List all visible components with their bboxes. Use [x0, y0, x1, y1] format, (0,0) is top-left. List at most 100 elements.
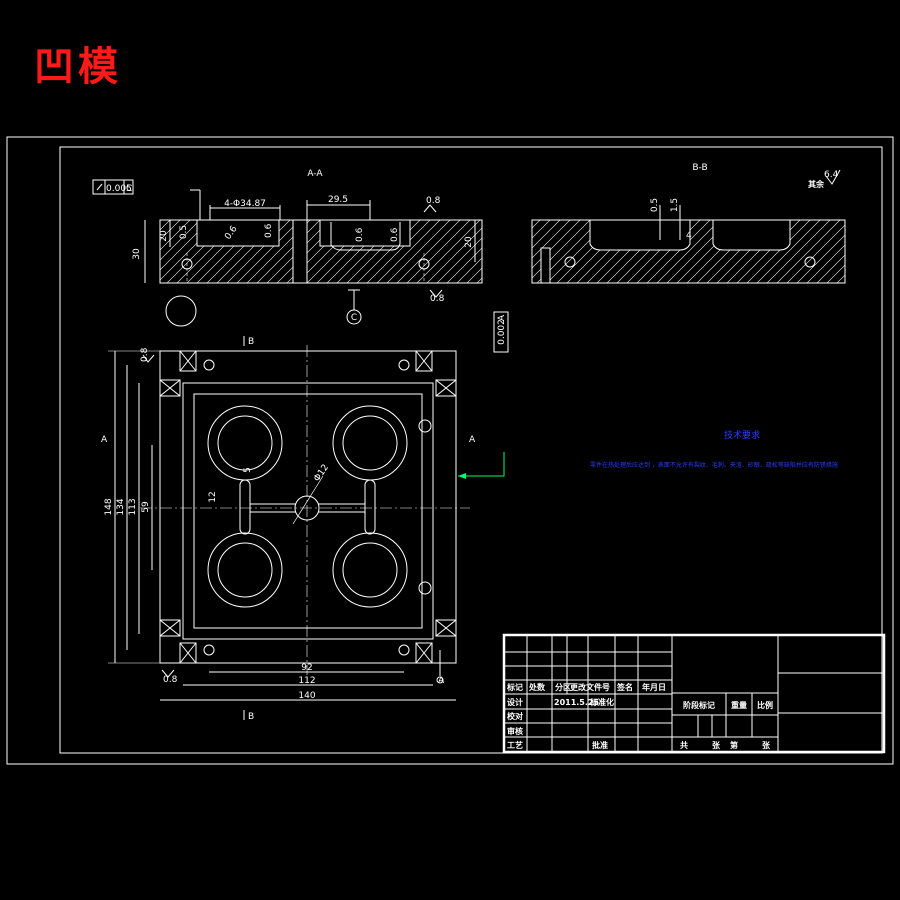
dim-112: 112 — [298, 676, 315, 686]
rough-other-value: 6.4 — [824, 170, 839, 180]
cavity-right-profile — [330, 222, 401, 251]
corner-tr — [415, 350, 433, 372]
tb-sheet-unit: 张 — [762, 741, 771, 750]
cavity-tr-inner — [342, 415, 398, 471]
tech-heading: 技术要求 — [724, 429, 760, 441]
perp-tol-value: 0.002 — [497, 319, 507, 345]
tb-process: 工艺 — [507, 740, 523, 750]
dim-height-20-left: 20 — [159, 230, 169, 242]
rough-06b: 0.6 — [264, 223, 274, 238]
tb-header-2: 分区 — [555, 682, 571, 692]
tb-stage-mark: 阶段标记 — [683, 700, 715, 710]
tech-requirements: 技术要求 零件在热处理后应达到 ，表面不允许有裂纹、毛刺、夹渣、砂眼、疏松等缺陷… — [590, 429, 838, 469]
center-slot — [292, 219, 308, 284]
datum-leader — [458, 452, 505, 477]
dim-134: 134 — [116, 498, 126, 515]
section-aa-label: A-A — [307, 169, 323, 179]
round-detail — [165, 295, 197, 327]
dim-92: 92 — [301, 663, 312, 673]
tb-check: 校对 — [507, 711, 523, 721]
bb-cavity-right — [712, 219, 791, 251]
tb-sheet-no: 第 — [730, 740, 738, 750]
rough-08-bottom: 0.8 — [430, 294, 445, 304]
bb-dim-05: 0.5 — [650, 198, 660, 212]
cavity-tl-inner — [217, 415, 273, 471]
cavity-left — [196, 219, 280, 247]
corner-bl — [179, 642, 197, 664]
dim-height-30: 30 — [132, 248, 142, 260]
bb-dim-4: 4 — [686, 231, 692, 241]
bb-hole-left — [564, 256, 576, 268]
pin-hole-tr — [418, 419, 432, 433]
screw-hole-tl — [203, 359, 215, 371]
corner-br — [415, 642, 433, 664]
dim-148: 148 — [104, 498, 114, 515]
datum-c-label: C — [351, 313, 357, 323]
cavity-tr-outer — [332, 405, 408, 481]
roughness-top: 0.8 — [426, 196, 441, 206]
pin-hole-br — [418, 581, 432, 595]
dim-height-20-right: 20 — [464, 236, 474, 248]
bb-pin — [540, 247, 551, 284]
datum-a-small: A — [438, 676, 445, 686]
tb-header-1: 处数 — [528, 682, 546, 692]
tb-sheets: 张 — [712, 741, 721, 750]
cavity-br-inner — [342, 542, 398, 598]
screw-hole-br — [398, 644, 410, 656]
cavity-right — [319, 219, 411, 247]
outer-frame — [6, 136, 894, 765]
tb-header-0: 标记 — [506, 682, 523, 692]
flatness-value: 0.005 — [106, 184, 132, 194]
cut-a-left: A — [101, 435, 108, 445]
tb-header-3: 更改文件号 — [570, 682, 610, 692]
dim-depth-a: 29.5 — [328, 195, 348, 205]
dim-5: 5 — [243, 467, 253, 473]
dim-phi12: Φ12 — [312, 463, 331, 484]
section-aa-view: A-A 0.005 C 4-Φ34.87 29.5 0.8 — [92, 169, 509, 353]
dim-hole-pattern: 4-Φ34.87 — [224, 199, 266, 209]
rough-06c: 0.6 — [355, 227, 365, 242]
dim-0-5: 0.5 — [179, 225, 189, 239]
drawing-title: 凹模 — [34, 43, 122, 90]
perp-tol-ref: A — [497, 314, 507, 321]
cavity-bl-outer — [207, 532, 283, 608]
tb-header-5: 年月日 — [642, 682, 666, 692]
cut-a-right: A — [469, 435, 476, 445]
tb-design: 设计 — [507, 697, 523, 707]
rough-other-label: 其余 — [808, 179, 825, 189]
screw-hole-bl — [203, 644, 215, 656]
flatness-ref: C — [126, 184, 132, 194]
sprue — [294, 495, 320, 521]
tb-weight: 重量 — [731, 700, 747, 710]
bb-hole-right — [804, 256, 816, 268]
plan-frame-inner — [193, 393, 423, 629]
dim-140: 140 — [298, 691, 315, 701]
plan-rough-bottom: 0.8 — [163, 675, 178, 685]
dim-113: 113 — [128, 498, 138, 515]
dim-12: 12 — [208, 491, 218, 502]
runner-right — [364, 479, 376, 535]
tb-scale: 比例 — [757, 700, 773, 710]
runner-left — [239, 479, 251, 535]
cavity-bl-inner — [217, 542, 273, 598]
title-block — [502, 633, 886, 754]
flatness-box — [92, 179, 134, 195]
section-bb-label: B-B — [692, 163, 707, 173]
tb-standardize: 标准化 — [589, 697, 614, 707]
tb-total: 共 — [680, 740, 688, 750]
perp-tol-box — [493, 311, 509, 353]
inner-frame — [59, 146, 883, 754]
cut-b-top: B — [248, 337, 254, 347]
tech-text: 零件在热处理后应达到 ，表面不允许有裂纹、毛刺、夹渣、砂眼、疏松等缺陷并应有防锈… — [590, 461, 838, 469]
title-block-text: 标记 处数 分区 更改文件号 签名 年月日 设计 2011.5.25 标准化 校… — [506, 682, 773, 750]
plan-outer — [159, 350, 457, 664]
plan-frame-outer — [182, 382, 434, 640]
datum-c-circle — [346, 309, 362, 325]
plan-view: Φ12 12 5 148 134 113 59 92 112 140 0.8 0… — [101, 336, 505, 722]
corner-tl — [179, 350, 197, 372]
section-bb-view: B-B 0.5 1.5 4 6.4 其余 — [531, 163, 846, 284]
plan-rough-top: 0.8 — [140, 347, 150, 362]
bb-dim-15: 1.5 — [670, 198, 680, 212]
dim-59: 59 — [141, 501, 151, 513]
